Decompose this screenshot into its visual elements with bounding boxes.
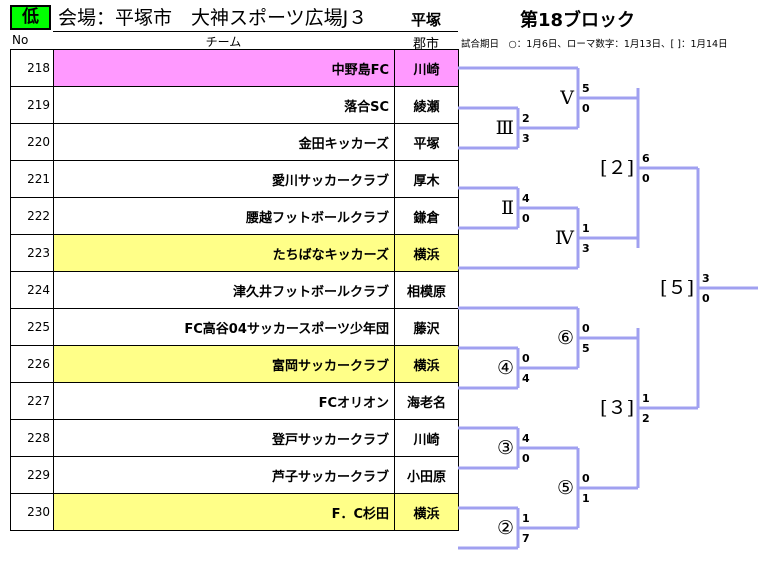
score-top: 3 <box>702 272 710 285</box>
team-name: FCオリオン <box>53 382 395 420</box>
score-bottom: 0 <box>522 452 530 465</box>
team-city: 海老名 <box>394 382 459 420</box>
match-label: Ⅱ <box>501 197 514 219</box>
column-header-team: チーム <box>205 35 242 49</box>
team-city: 横浜 <box>394 345 459 383</box>
team-city: 厚木 <box>394 160 459 198</box>
team-number: 226 <box>10 345 54 383</box>
score-top: 4 <box>522 192 530 205</box>
score-bottom: 2 <box>642 412 650 425</box>
team-number: 219 <box>10 86 54 124</box>
team-city: 川崎 <box>394 419 459 457</box>
score-bottom: 1 <box>582 492 590 505</box>
team-name: 中野島FC <box>53 49 395 87</box>
score-bottom: 0 <box>582 102 590 115</box>
score-top: 0 <box>522 352 530 365</box>
team-name: 登戸サッカークラブ <box>53 419 395 457</box>
score-top: 5 <box>582 82 590 95</box>
score-top: 4 <box>522 432 530 445</box>
score-top: 0 <box>582 322 590 335</box>
team-name: 芦子サッカークラブ <box>53 456 395 494</box>
score-top: 1 <box>642 392 650 405</box>
team-number: 225 <box>10 308 54 346</box>
title-underline <box>53 31 458 32</box>
score-bottom: 7 <box>522 532 530 545</box>
match-label: ② <box>496 517 514 539</box>
score-top: 1 <box>522 512 530 525</box>
score-bottom: 5 <box>582 342 590 355</box>
score-bottom: 4 <box>522 372 530 385</box>
match-label: [３] <box>600 397 634 419</box>
team-city: 川崎 <box>394 49 459 87</box>
team-number: 220 <box>10 123 54 161</box>
team-name: 腰越フットボールクラブ <box>53 197 395 235</box>
team-number: 221 <box>10 160 54 198</box>
match-label: Ⅴ <box>560 87 574 109</box>
team-city: 鎌倉 <box>394 197 459 235</box>
team-number: 229 <box>10 456 54 494</box>
column-header-city: 郡市 <box>412 37 439 52</box>
match-date-legend: 試合期日 ○：1月6日、ローマ数字：1月13日、[ ]：1月14日 <box>461 39 728 50</box>
column-header-no: No <box>12 33 29 47</box>
score-bottom: 0 <box>642 172 650 185</box>
match-label: [５] <box>660 277 694 299</box>
score-top: 6 <box>642 152 650 165</box>
team-name: 富岡サッカークラブ <box>53 345 395 383</box>
match-label: ⑤ <box>556 477 574 499</box>
match-label: ⑥ <box>556 327 574 349</box>
team-city: 藤沢 <box>394 308 459 346</box>
score-top: 1 <box>582 222 590 235</box>
team-city: 横浜 <box>394 493 459 531</box>
level-badge: 低 <box>10 5 51 30</box>
score-top: 2 <box>522 112 530 125</box>
venue-title: 会場：平塚市 大神スポーツ広場J３ <box>58 7 368 29</box>
match-label: ④ <box>496 357 514 379</box>
score-bottom: 0 <box>522 212 530 225</box>
venue-city: 平塚 <box>410 11 441 29</box>
match-label: [２] <box>600 157 634 179</box>
block-title: 第18ブロック <box>520 10 636 31</box>
team-number: 224 <box>10 271 54 309</box>
score-bottom: 3 <box>522 132 530 145</box>
score-bottom: 3 <box>582 242 590 255</box>
team-city: 平塚 <box>394 123 459 161</box>
match-label: Ⅲ <box>495 117 514 139</box>
team-city: 相模原 <box>394 271 459 309</box>
match-label: Ⅳ <box>555 227 574 249</box>
score-top: 0 <box>582 472 590 485</box>
score-bottom: 0 <box>702 292 710 305</box>
match-label: ③ <box>496 437 514 459</box>
team-city: 小田原 <box>394 456 459 494</box>
team-name: F．C杉田 <box>53 493 395 531</box>
team-city: 綾瀬 <box>394 86 459 124</box>
